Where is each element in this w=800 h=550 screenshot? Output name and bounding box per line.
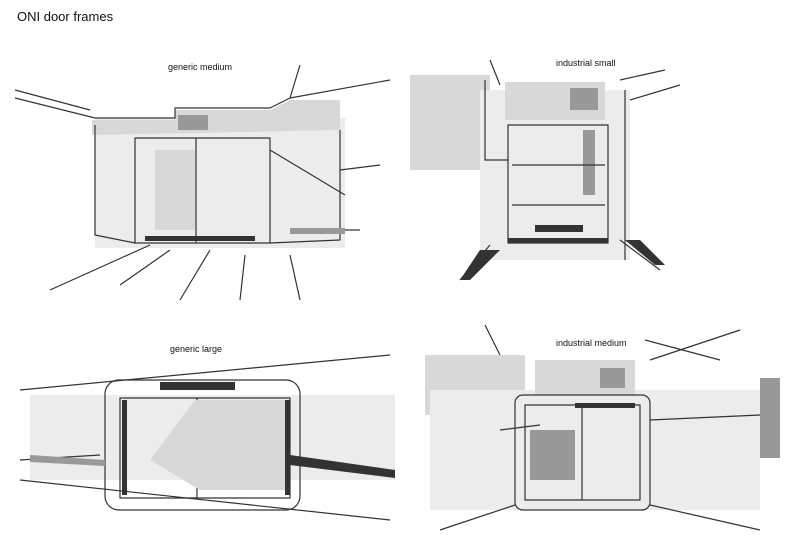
- sketch-industrial-medium: [425, 324, 780, 531]
- sheet-title: ONI door frames: [17, 9, 114, 24]
- sketch-label-generic-medium: generic medium: [168, 62, 233, 72]
- sketch-generic-large: [19, 354, 395, 521]
- sketch-industrial-small: [410, 59, 681, 281]
- sketch-label-industrial-medium: industrial medium: [556, 338, 627, 348]
- sketch-label-industrial-small: industrial small: [556, 58, 616, 68]
- sketch-label-generic-large: generic large: [170, 344, 223, 354]
- sketch-generic-medium: [14, 64, 391, 301]
